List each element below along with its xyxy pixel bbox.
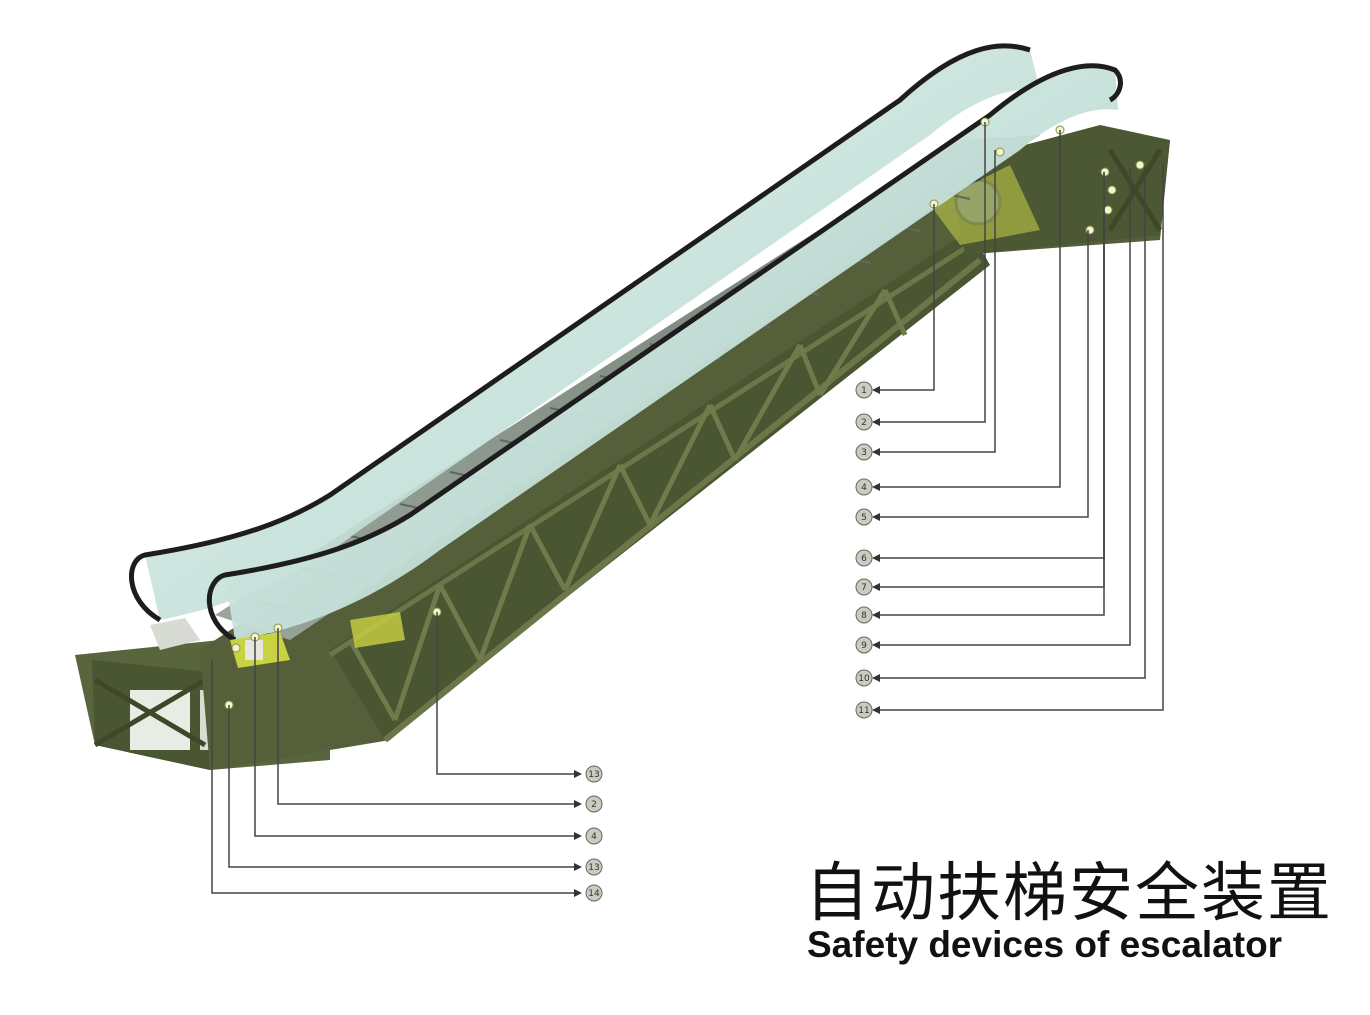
svg-text:3: 3 bbox=[861, 448, 867, 458]
callout-marker: 6 bbox=[855, 549, 880, 567]
svg-text:11: 11 bbox=[858, 706, 869, 716]
bottom-devices bbox=[150, 612, 405, 668]
svg-text:13: 13 bbox=[588, 770, 599, 780]
svg-text:2: 2 bbox=[861, 418, 867, 428]
callout-marker: 7 bbox=[855, 578, 880, 596]
callout-marker: 9 bbox=[855, 636, 880, 654]
callout-marker: 4 bbox=[855, 478, 880, 496]
right-callouts: 1 2 3 4 5 6 7 8 9 10 11 bbox=[855, 381, 880, 719]
callout-marker: 1 bbox=[855, 381, 880, 399]
callout-marker: 13 bbox=[574, 858, 603, 876]
svg-text:8: 8 bbox=[861, 611, 867, 621]
bottom-callouts: 13 2 4 13 14 bbox=[574, 765, 603, 902]
callout-marker: 4 bbox=[574, 827, 603, 845]
svg-text:10: 10 bbox=[858, 674, 870, 684]
svg-text:4: 4 bbox=[861, 483, 867, 493]
svg-text:14: 14 bbox=[588, 889, 600, 899]
svg-text:13: 13 bbox=[588, 863, 599, 873]
svg-text:1: 1 bbox=[861, 386, 867, 396]
title-english: Safety devices of escalator bbox=[807, 924, 1283, 965]
callout-marker: 11 bbox=[855, 701, 880, 719]
callout-marker: 8 bbox=[855, 606, 880, 624]
callout-marker: 10 bbox=[855, 669, 880, 687]
svg-text:2: 2 bbox=[591, 800, 597, 810]
callout-marker: 2 bbox=[574, 795, 603, 813]
svg-text:5: 5 bbox=[861, 513, 867, 523]
callout-marker: 13 bbox=[574, 765, 603, 783]
callout-marker: 2 bbox=[855, 413, 880, 431]
left-balustrade bbox=[129, 43, 1040, 623]
callout-marker: 5 bbox=[855, 508, 880, 526]
svg-text:6: 6 bbox=[861, 554, 867, 564]
title-chinese: 自动扶梯安全装置 bbox=[805, 857, 1333, 931]
right-balustrade bbox=[206, 63, 1123, 643]
svg-text:9: 9 bbox=[861, 641, 867, 651]
svg-text:7: 7 bbox=[861, 583, 867, 593]
bottom-leader-lines bbox=[211, 612, 574, 894]
inclined-truss bbox=[200, 140, 1170, 770]
callout-marker: 14 bbox=[574, 884, 603, 902]
callout-marker: 3 bbox=[855, 443, 880, 461]
svg-text:4: 4 bbox=[591, 832, 597, 842]
right-leader-lines bbox=[880, 122, 1164, 711]
